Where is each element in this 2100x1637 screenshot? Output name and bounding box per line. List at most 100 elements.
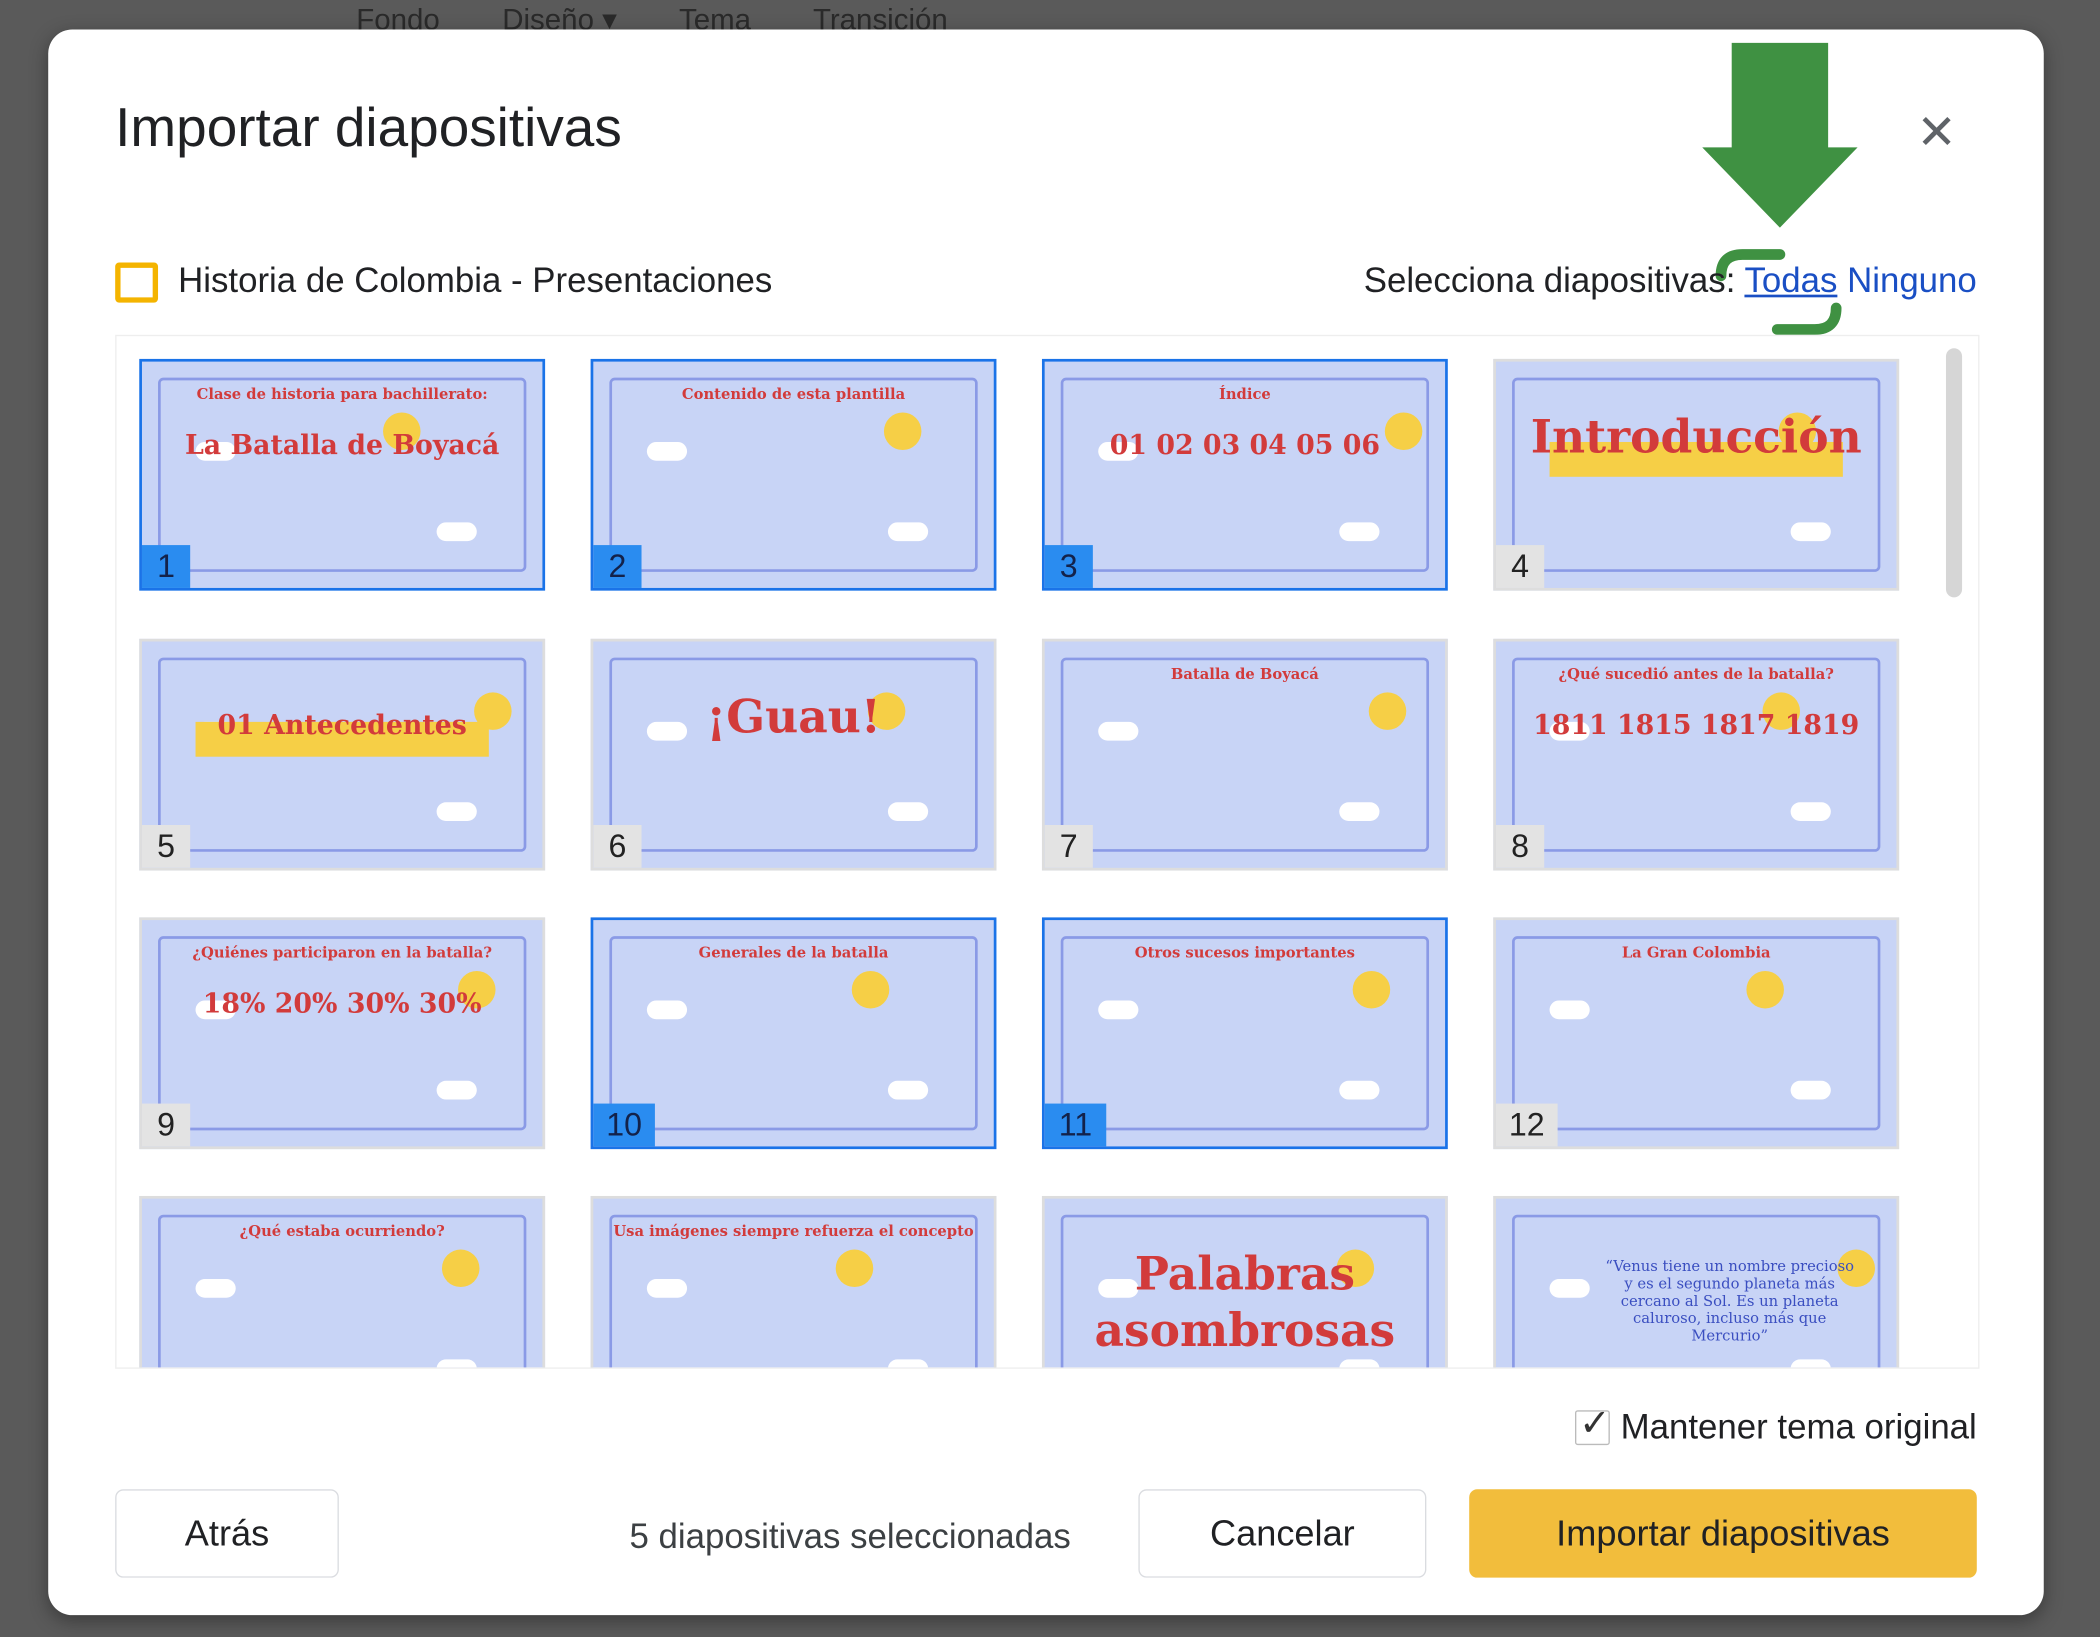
selected-count: 5 diapositivas seleccionadas (629, 1516, 1071, 1557)
close-icon[interactable]: ✕ (1916, 104, 1957, 160)
cloud-decoration (646, 441, 688, 461)
cancel-button[interactable]: Cancelar (1138, 1489, 1427, 1578)
slide-thumbnail-7[interactable]: Batalla de Boyacá 7 (1041, 638, 1448, 871)
slide-title: Clase de historia para bachillerato: (196, 385, 488, 404)
cloud-decoration (1098, 1279, 1139, 1298)
cloud-decoration (1098, 1000, 1139, 1020)
sun-decoration (1352, 970, 1391, 1009)
select-label: Selecciona diapositivas: (1363, 259, 1736, 301)
slide-number-badge: 12 (1495, 1103, 1558, 1147)
slide-number-badge: 3 (1044, 545, 1093, 588)
slide-thumbnail-10[interactable]: Generales de la batalla 10 (590, 917, 997, 1150)
slide-title: Contenido de esta plantilla (681, 385, 906, 404)
cloud-decoration (887, 802, 929, 821)
slide-thumbnail-14[interactable]: Usa imágenes siempre refuerza el concept… (590, 1195, 997, 1368)
slide-heading: Introducción (1530, 411, 1862, 465)
cloud-decoration (1339, 522, 1380, 542)
select-none-link[interactable]: Ninguno (1847, 259, 1977, 301)
source-presentation-name: Historia de Colombia - Presentaciones (178, 259, 773, 301)
slide-heading: La Batalla de Boyacá (184, 428, 500, 461)
cloud-decoration (1549, 721, 1590, 741)
cloud-decoration (436, 1359, 477, 1368)
slide-number-badge: 10 (593, 1103, 655, 1147)
keep-theme-checkbox[interactable]: ✓ (1575, 1402, 1611, 1445)
slide-title: Usa imágenes siempre refuerza el concept… (613, 1222, 974, 1241)
cloud-decoration (1339, 1359, 1380, 1368)
slide-frame (158, 1214, 527, 1368)
cloud-decoration (646, 1000, 688, 1020)
slide-thumbnail-8[interactable]: ¿Qué sucedió antes de la batalla? 1811 18… (1493, 638, 1900, 871)
slide-frame (1060, 1214, 1430, 1368)
slide-thumbnail-16[interactable]: “Venus tiene un nombre precioso y es el … (1493, 1195, 1900, 1368)
cloud-decoration (887, 1080, 929, 1100)
slide-heading: ¡Guau! (706, 691, 881, 745)
slide-grid: Clase de historia para bachillerato: La B… (115, 334, 1980, 1369)
cloud-decoration (1790, 522, 1831, 542)
cloud-decoration (1549, 1000, 1590, 1020)
heading-banner (195, 721, 489, 757)
slide-thumbnail-13[interactable]: ¿Qué estaba ocurriendo?13 (139, 1195, 546, 1368)
slide-thumbnail-9[interactable]: ¿Quiénes participaron en la batalla?18% … (139, 917, 546, 1150)
sun-decoration (383, 412, 421, 451)
sun-decoration (1746, 970, 1784, 1009)
sun-decoration (1762, 692, 1801, 730)
slide-thumbnail-6[interactable]: ¡Guau!6 (590, 638, 997, 871)
slide-number-badge: 9 (141, 1103, 191, 1147)
sun-decoration (851, 970, 890, 1009)
select-slides-row: Selecciona diapositivas: Todas Ninguno (1364, 260, 1977, 302)
slide-thumbnail-4[interactable]: Introducción 4 (1493, 358, 1900, 591)
slide-title: Batalla de Boyacá (1170, 665, 1319, 684)
keep-theme-label: Mantener tema original (1620, 1406, 1977, 1447)
select-all-link[interactable]: Todas (1744, 259, 1838, 301)
cloud-decoration (1098, 441, 1139, 461)
slide-title: ¿Qué estaba ocurriendo? (239, 1222, 445, 1241)
cloud-decoration (195, 1000, 236, 1020)
slide-number-badge: 1 (141, 545, 191, 588)
slide-thumbnail-1[interactable]: Clase de historia para bachillerato: La B… (139, 358, 546, 591)
sun-decoration (1837, 1249, 1876, 1288)
slide-number-badge: 5 (141, 825, 191, 868)
sun-decoration (1368, 692, 1407, 730)
slide-number-badge: 7 (1044, 825, 1093, 868)
sun-decoration (1336, 1249, 1375, 1288)
cloud-decoration (887, 522, 929, 542)
sun-decoration (835, 1249, 874, 1288)
slide-thumbnail-15[interactable]: Palabras asombrosas15 (1041, 1195, 1448, 1368)
slide-heading: Palabras asombrosas (1094, 1248, 1396, 1359)
slide-title: Otros sucesos importantes (1134, 944, 1355, 962)
slide-frame (158, 936, 527, 1131)
slide-thumbnail-2[interactable]: Contenido de esta plantilla 2 (590, 358, 997, 591)
cloud-decoration (1098, 721, 1139, 741)
back-button[interactable]: Atrás (115, 1489, 339, 1578)
cloud-decoration (436, 802, 477, 821)
slide-frame (609, 936, 978, 1131)
slide-number-badge: 2 (593, 545, 642, 588)
slide-frame (609, 657, 978, 852)
sun-decoration (441, 1249, 480, 1288)
cloud-decoration (646, 721, 688, 741)
cloud-decoration (1790, 1080, 1831, 1100)
slide-frame (158, 657, 527, 852)
sun-decoration (1384, 412, 1423, 451)
arrow-down-icon (1702, 42, 1858, 335)
slide-heading: 01 02 03 04 05 06 (1109, 428, 1381, 461)
slide-thumbnail-12[interactable]: La Gran Colombia 12 (1493, 917, 1900, 1150)
cloud-decoration (1790, 802, 1831, 821)
slide-title: La Gran Colombia (1621, 944, 1771, 962)
sun-decoration (883, 412, 922, 451)
slide-title: Generales de la batalla (698, 944, 889, 962)
sun-decoration (458, 970, 496, 1009)
slide-number-badge: 4 (1495, 545, 1545, 588)
import-slides-dialog: Importar diapositivas ✕ Historia de Colo… (48, 29, 2044, 1616)
slide-heading: 1811 1815 1817 1819 (1533, 708, 1860, 741)
slide-heading: 18% 20% 30% 30% (202, 987, 482, 1020)
dialog-title: Importar diapositivas (115, 96, 622, 159)
slide-frame (1060, 657, 1430, 852)
cloud-decoration (887, 1359, 929, 1368)
slide-title: ¿Qué sucedió antes de la batalla? (1558, 665, 1834, 684)
grid-scrollbar[interactable] (1945, 348, 1963, 598)
import-slides-button[interactable]: Importar diapositivas (1469, 1489, 1977, 1578)
